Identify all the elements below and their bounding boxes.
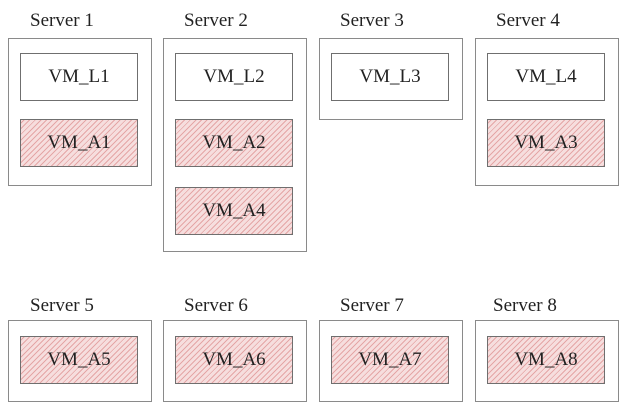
server-6-box: VM_A6 (163, 320, 307, 402)
vm-l4: VM_L4 (487, 53, 605, 101)
server-4-label: Server 4 (496, 10, 560, 31)
server-6-label: Server 6 (184, 295, 248, 316)
server-2-label: Server 2 (184, 10, 248, 31)
server-7-label: Server 7 (340, 295, 404, 316)
vm-l3: VM_L3 (331, 53, 449, 101)
vm-l1: VM_L1 (20, 53, 138, 101)
vm-a3: VM_A3 (487, 119, 605, 167)
vm-l2: VM_L2 (175, 53, 293, 101)
server-8-label: Server 8 (493, 295, 557, 316)
server-7-box: VM_A7 (319, 320, 463, 402)
server-1-label: Server 1 (30, 10, 94, 31)
server-5-box: VM_A5 (8, 320, 152, 402)
server-2-box: VM_L2 VM_A2 VM_A4 (163, 38, 307, 252)
vm-a5: VM_A5 (20, 336, 138, 384)
vm-a1: VM_A1 (20, 119, 138, 167)
server-1-box: VM_L1 VM_A1 (8, 38, 152, 186)
vm-a4: VM_A4 (175, 187, 293, 235)
vm-a2: VM_A2 (175, 119, 293, 167)
vm-a7: VM_A7 (331, 336, 449, 384)
server-3-box: VM_L3 (319, 38, 463, 120)
server-4-box: VM_L4 VM_A3 (475, 38, 619, 186)
vm-a8: VM_A8 (487, 336, 605, 384)
server-3-label: Server 3 (340, 10, 404, 31)
vm-a6: VM_A6 (175, 336, 293, 384)
server-5-label: Server 5 (30, 295, 94, 316)
server-8-box: VM_A8 (475, 320, 619, 402)
